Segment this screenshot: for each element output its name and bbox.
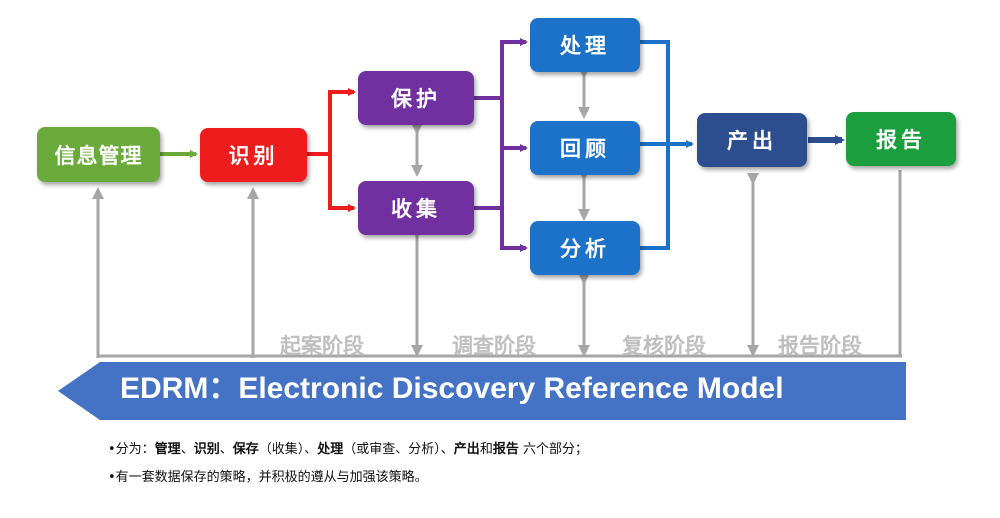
node-produce: 产出	[697, 113, 807, 167]
note-line-1: •分为：管理、识别、保存（收集）、处理（或审查、分析）、产出和报告 六个部分；	[108, 442, 588, 457]
node-produce-label: 产出	[727, 129, 777, 153]
phase-investigation: 调查阶段	[452, 334, 536, 358]
phase-initiation: 起案阶段	[280, 334, 364, 358]
node-analyze-label: 分析	[560, 237, 610, 261]
node-preserve: 保护	[358, 71, 474, 125]
node-analyze: 分析	[530, 221, 640, 275]
node-process-label: 处理	[560, 34, 610, 58]
node-review: 回顾	[530, 121, 640, 175]
node-identify-label: 识别	[228, 144, 279, 168]
note-line-2: •有一套数据保存的策略，并积极的遵从与加强该策略。	[108, 470, 428, 485]
node-info-management: 信息管理	[37, 127, 160, 182]
node-identify: 识别	[200, 128, 307, 182]
phase-review: 复核阶段	[622, 334, 706, 358]
phase-reporting: 报告阶段	[778, 334, 862, 358]
banner-arrow-shape	[58, 362, 906, 420]
gray-feedback-lines	[92, 67, 902, 358]
node-process: 处理	[530, 18, 640, 72]
node-info-management-label: 信息管理	[54, 143, 143, 168]
node-preserve-label: 保护	[391, 87, 441, 111]
node-collect: 收集	[358, 181, 474, 235]
banner-title: EDRM：Electronic Discovery Reference Mode…	[120, 372, 784, 405]
node-report-label: 报告	[876, 128, 926, 152]
node-report: 报告	[846, 112, 956, 166]
node-review-label: 回顾	[560, 137, 610, 161]
node-collect-label: 收集	[391, 197, 441, 221]
